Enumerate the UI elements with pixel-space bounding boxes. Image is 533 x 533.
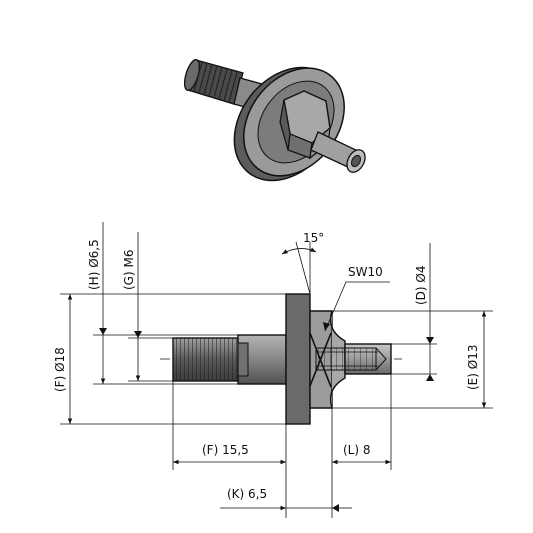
section-view (160, 293, 402, 425)
bore-outline (315, 347, 377, 371)
labels: 15° SW10 (H) Ø6,5 (G) M6 (D) Ø4 (F) Ø18 … (53, 231, 480, 501)
thread-texture (175, 338, 238, 381)
label-diam-D: (D) Ø4 (414, 266, 428, 306)
sw-leader (324, 281, 390, 332)
internal-thread (316, 348, 376, 370)
label-wrench-size: SW10 (348, 265, 383, 279)
label-len-K: (K) 6,5 (227, 487, 267, 501)
angle-arc (281, 247, 317, 255)
hex-cross-2 (309, 332, 332, 387)
flange (285, 293, 311, 425)
dimension-lines (60, 222, 493, 518)
iso-threaded-stud (183, 58, 263, 111)
undercut (237, 342, 249, 377)
label-diam-H: (H) Ø6,5 (87, 239, 101, 290)
isometric-view (183, 58, 366, 182)
label-diam-F: (F) Ø18 (53, 347, 67, 392)
label-diam-E: (E) Ø13 (466, 345, 480, 390)
iso-pin (310, 131, 366, 173)
label-len-L: (L) 8 (343, 443, 371, 457)
label-diam-G: (G) M6 (122, 250, 136, 290)
label-len-F: (F) 15,5 (202, 443, 249, 457)
angle-taper-line (295, 241, 311, 295)
label-angle: 15° (303, 231, 324, 245)
